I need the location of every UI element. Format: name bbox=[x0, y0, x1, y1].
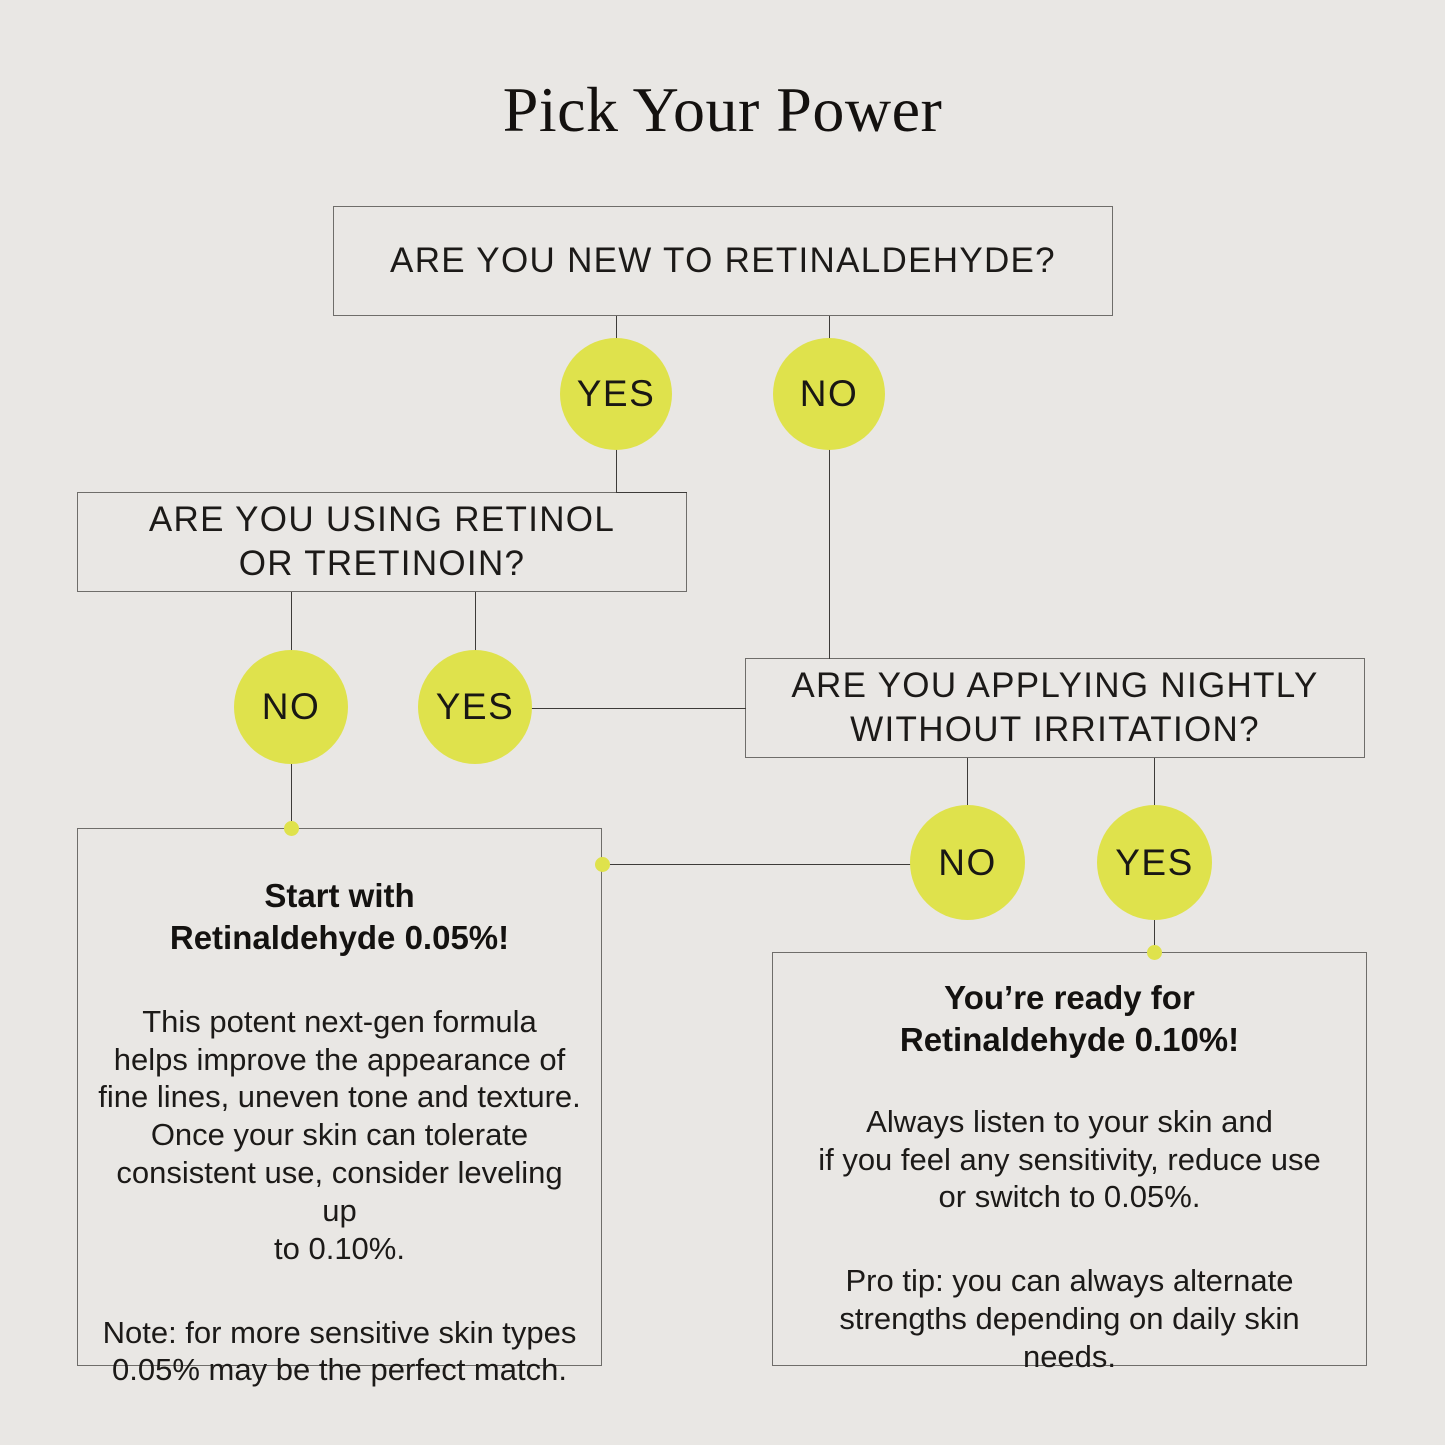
question-box-using-retinol-or-tretinoin: ARE YOU USING RETINOL OR TRETINOIN? bbox=[77, 492, 687, 592]
connector-no1-to-q3 bbox=[829, 448, 830, 659]
connector-q1-to-no1 bbox=[829, 316, 830, 342]
answer-circle-yes-q3[interactable]: YES bbox=[1097, 805, 1212, 920]
junction-dot-r1-right bbox=[595, 857, 610, 872]
answer-circle-no-q2[interactable]: NO bbox=[234, 650, 348, 764]
question-box-new-to-retinaldehyde: ARE YOU NEW TO RETINALDEHYDE? bbox=[333, 206, 1113, 316]
result-body-005-note: Note: for more sensitive skin types 0.05… bbox=[102, 1314, 577, 1388]
answer-circle-yes-q2[interactable]: YES bbox=[418, 650, 532, 764]
result-box-ready-010: You’re ready for Retinaldehyde 0.10%! Al… bbox=[772, 952, 1367, 1374]
answer-circle-yes-q1[interactable]: YES bbox=[560, 338, 672, 450]
connector-no2-to-r1 bbox=[291, 762, 292, 830]
connector-yes1-down bbox=[616, 448, 617, 493]
answer-label-yes-q2: YES bbox=[435, 686, 515, 727]
result-body-010-primary: Always listen to your skin and if you fe… bbox=[818, 1103, 1321, 1215]
connector-q1-to-yes1 bbox=[616, 316, 617, 342]
question-text-q3: ARE YOU APPLYING NIGHTLY WITHOUT IRRITAT… bbox=[791, 665, 1319, 749]
answer-label-no-q2: NO bbox=[261, 686, 321, 727]
result-body-010-protip: Pro tip: you can always alternate streng… bbox=[839, 1263, 1300, 1374]
question-box-applying-nightly-without-irritation: ARE YOU APPLYING NIGHTLY WITHOUT IRRITAT… bbox=[745, 658, 1365, 758]
answer-circle-no-q1[interactable]: NO bbox=[773, 338, 885, 450]
answer-label-yes-q3: YES bbox=[1115, 841, 1194, 883]
connector-q2-to-yes2 bbox=[475, 592, 476, 652]
connector-no3-to-r1 bbox=[602, 864, 912, 865]
junction-dot-r1-top bbox=[284, 821, 299, 836]
page-title: Pick Your Power bbox=[502, 74, 943, 145]
connector-yes2-to-q3 bbox=[530, 708, 746, 709]
answer-label-no-q3: NO bbox=[938, 841, 997, 883]
connector-q3-to-no3 bbox=[967, 758, 968, 808]
answer-label-no-q1: NO bbox=[799, 373, 859, 414]
result-heading-005: Start with Retinaldehyde 0.05%! bbox=[169, 877, 510, 956]
connector-q2-to-no2 bbox=[291, 592, 292, 652]
connector-q3-to-yes3 bbox=[1154, 758, 1155, 808]
answer-circle-no-q3[interactable]: NO bbox=[910, 805, 1025, 920]
connector-yes3-to-r2 bbox=[1154, 918, 1155, 956]
result-body-005-primary: This potent next-gen formula helps impro… bbox=[98, 1003, 581, 1266]
question-text-q2: ARE YOU USING RETINOL OR TRETINOIN? bbox=[148, 499, 616, 583]
answer-label-yes-q1: YES bbox=[576, 373, 656, 414]
result-box-start-005: Start with Retinaldehyde 0.05%! This pot… bbox=[77, 828, 602, 1387]
result-heading-010: You’re ready for Retinaldehyde 0.10%! bbox=[899, 979, 1240, 1058]
question-text-q1: ARE YOU NEW TO RETINALDEHYDE? bbox=[390, 240, 1056, 280]
junction-dot-r2-top bbox=[1147, 945, 1162, 960]
connector-yes1-to-q2 bbox=[616, 492, 687, 493]
